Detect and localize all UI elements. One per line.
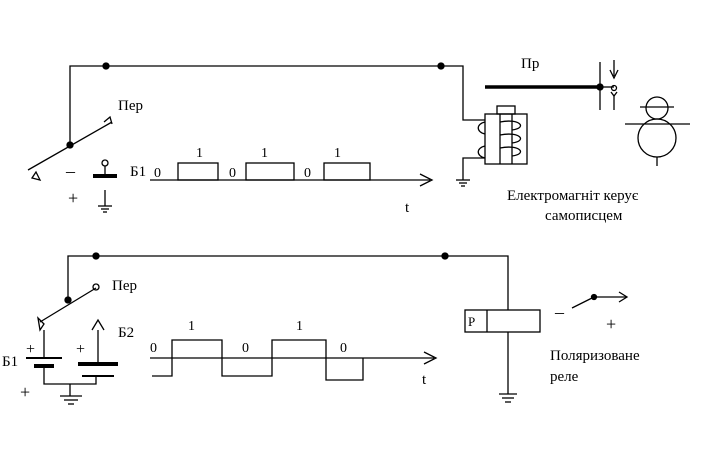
top-circuit: Пер – + Б1 0 1 0 1 0 1 t	[27, 56, 690, 224]
top-junction-right	[437, 62, 445, 70]
bottom-ground-icon	[60, 395, 82, 405]
bottom-junction-left	[92, 252, 100, 260]
relay-ground-icon	[499, 393, 517, 403]
electromagnet-icon	[477, 105, 528, 165]
relay-minus-sign: –	[554, 302, 565, 322]
top-level-1b: 1	[261, 146, 268, 161]
top-pulse-2	[245, 162, 295, 181]
bottom-level-1b: 1	[296, 319, 303, 334]
bottom-level-0c: 0	[340, 341, 347, 356]
bottom-caption-line2: реле	[550, 369, 579, 385]
top-battery-label: Б1	[130, 164, 146, 180]
bottom-waveform	[152, 339, 364, 381]
recorder-drum-icon	[625, 96, 690, 166]
polarized-relay-box-label: Р	[468, 314, 475, 329]
bottom-circuit: Пер + Б1 + + Б2 0 1 0 1 0 t	[2, 252, 640, 405]
relay-plus-sign: +	[606, 314, 616, 334]
top-level-0a: 0	[154, 166, 161, 181]
bottom-switch-lever[interactable]	[39, 287, 97, 323]
magnet-ground-icon	[456, 179, 470, 187]
bottom-battery1-label: Б1	[2, 354, 18, 370]
bottom-junction-right	[441, 252, 449, 260]
top-level-1c: 1	[334, 146, 341, 161]
bottom-battery2-terminal	[91, 318, 105, 331]
relay-label: Пр	[521, 56, 539, 72]
bottom-time-axis-arrow	[423, 351, 438, 365]
bottom-caption-line1: Поляризоване	[550, 348, 640, 364]
top-axis-label: t	[405, 200, 410, 216]
bottom-battery2-label: Б2	[118, 325, 134, 341]
bottom-battery1-plus: +	[26, 341, 35, 358]
bottom-switch-contact-right	[92, 283, 100, 291]
top-plus-sign: +	[68, 188, 78, 208]
bottom-level-1a: 1	[188, 319, 195, 334]
bottom-battery1-plus-lower: +	[20, 382, 30, 402]
top-wire	[69, 65, 485, 145]
bottom-switch-contact-left	[37, 316, 45, 332]
magnet-ground-wire	[462, 157, 485, 180]
top-switch-lever[interactable]	[27, 121, 113, 171]
bottom-switch-label: Пер	[112, 278, 137, 294]
top-ground-icon	[98, 205, 112, 213]
recorder-pen-icon	[609, 60, 619, 110]
top-caption-line1: Електромагніт керує	[507, 188, 639, 204]
bottom-battery2-plus: +	[76, 341, 85, 358]
top-junction-left	[102, 62, 110, 70]
top-level-1a: 1	[196, 146, 203, 161]
top-switch-label: Пер	[118, 98, 143, 114]
top-caption-line2: самописцем	[545, 208, 623, 224]
bottom-wire	[67, 255, 509, 310]
top-switch-contact-right	[103, 115, 113, 125]
top-time-axis-arrow	[419, 173, 434, 187]
top-switch-contact-left	[30, 170, 42, 181]
bottom-switch-pivot	[64, 296, 72, 304]
top-minus-sign: –	[65, 161, 76, 181]
top-level-0c: 0	[304, 166, 311, 181]
bottom-axis-label: t	[422, 372, 427, 388]
top-battery-terminal	[101, 159, 109, 167]
top-pulse-1	[177, 162, 219, 181]
polarized-relay-box	[464, 309, 541, 333]
bottom-level-0a: 0	[150, 341, 157, 356]
top-level-0b: 0	[229, 166, 236, 181]
polarized-contact-icon	[571, 291, 629, 309]
top-pulse-3	[323, 162, 371, 181]
bottom-level-0b: 0	[242, 341, 249, 356]
